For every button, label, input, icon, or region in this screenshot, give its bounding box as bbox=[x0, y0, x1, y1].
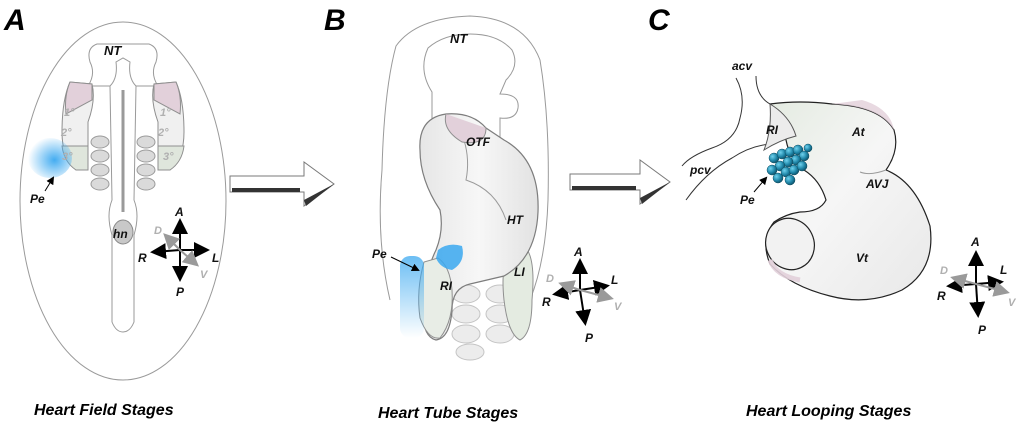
label-pe-b: Pe bbox=[372, 247, 387, 261]
label-nt-a: NT bbox=[104, 43, 122, 58]
proepicardium-glow-a bbox=[28, 138, 72, 178]
pe-pointer-b bbox=[390, 256, 420, 272]
axis-label-posterior-c: P bbox=[978, 323, 987, 337]
posterior-cardinal-vein bbox=[685, 143, 771, 201]
transition-arrow-2 bbox=[569, 159, 671, 205]
axis-label-dorsal-c: D bbox=[940, 265, 948, 277]
pe-pointer-c bbox=[753, 176, 768, 193]
axis-label-posterior-b: P bbox=[585, 331, 594, 345]
heart-field-left: 1° 2° 3° bbox=[28, 81, 94, 178]
label-pe-c: Pe bbox=[740, 193, 755, 207]
label-ri: RI bbox=[440, 279, 453, 293]
embryo-outline-a bbox=[19, 21, 227, 381]
axis-label-anterior-c: A bbox=[970, 235, 980, 249]
axis-compass-a: A P R L D V bbox=[138, 205, 219, 299]
pe-pointer-a bbox=[44, 176, 55, 192]
caption-a: Heart Field Stages bbox=[34, 402, 174, 419]
axis-label-ventral-c: V bbox=[1008, 297, 1017, 309]
caption-b: Heart Tube Stages bbox=[378, 405, 518, 422]
transition-arrow-1 bbox=[229, 161, 335, 207]
label-at: At bbox=[851, 125, 866, 139]
axis-label-right-c: R bbox=[937, 289, 946, 303]
axis-compass-b: A P R L D V bbox=[542, 245, 623, 345]
label-first-field-left: 1° bbox=[64, 107, 75, 119]
embryo-outline-b bbox=[379, 15, 549, 301]
axis-label-left-a: L bbox=[212, 251, 219, 265]
label-otf: OTF bbox=[466, 135, 491, 149]
axis-label-left-b: L bbox=[611, 273, 618, 287]
axis-label-right-b: R bbox=[542, 295, 551, 309]
neural-tube-a bbox=[87, 43, 159, 87]
axis-label-dorsal-b: D bbox=[546, 273, 554, 285]
axis-label-ventral-b: V bbox=[614, 301, 623, 313]
panel-c: C acv pcv RI At AVJ Vt Pe bbox=[648, 4, 1017, 420]
label-hn: hn bbox=[113, 227, 128, 241]
neural-tube-b bbox=[423, 33, 519, 150]
panel-b: B NT LI OTF HT RI Pe bbox=[324, 4, 623, 422]
caption-c: Heart Looping Stages bbox=[746, 403, 911, 420]
axis-label-dorsal-a: D bbox=[154, 225, 162, 237]
heart-field-right: 1° 2° 3° bbox=[152, 81, 185, 171]
label-third-field-left: 3° bbox=[62, 151, 73, 163]
axis-compass-c: A P R L D V bbox=[937, 235, 1017, 337]
axis-label-anterior-b: A bbox=[573, 245, 583, 259]
label-ht: HT bbox=[507, 213, 525, 227]
axis-label-anterior-a: A bbox=[174, 205, 184, 219]
panel-a: A NT 1° 2° 3° 1° 2° 3° bbox=[3, 4, 227, 419]
label-third-field-right: 3° bbox=[163, 151, 174, 163]
proepicardium-b bbox=[436, 244, 463, 270]
panel-b-letter: B bbox=[324, 4, 346, 37]
label-li: LI bbox=[514, 265, 525, 279]
label-pcv: pcv bbox=[689, 163, 712, 177]
label-ri-c: RI bbox=[766, 123, 779, 137]
label-first-field-right: 1° bbox=[160, 107, 171, 119]
label-pe-a: Pe bbox=[30, 192, 45, 206]
label-second-field-right: 2° bbox=[157, 127, 169, 139]
axis-label-ventral-a: V bbox=[200, 269, 209, 281]
hensens-node bbox=[112, 219, 134, 245]
label-nt-b: NT bbox=[450, 31, 468, 46]
somites-a bbox=[90, 135, 156, 191]
label-avj: AVJ bbox=[865, 177, 889, 191]
panel-a-letter: A bbox=[3, 4, 26, 37]
anterior-cardinal-vein bbox=[681, 77, 743, 167]
label-acv: acv bbox=[732, 59, 753, 73]
axis-label-posterior-a: P bbox=[176, 285, 185, 299]
axis-label-right-a: R bbox=[138, 251, 147, 265]
proepicardium-glow-b bbox=[400, 256, 424, 338]
label-second-field-left: 2° bbox=[60, 127, 72, 139]
label-vt: Vt bbox=[856, 251, 869, 265]
panel-c-letter: C bbox=[648, 4, 671, 37]
proepicardium-cluster-c bbox=[766, 143, 813, 186]
axis-label-left-c: L bbox=[1000, 263, 1007, 277]
